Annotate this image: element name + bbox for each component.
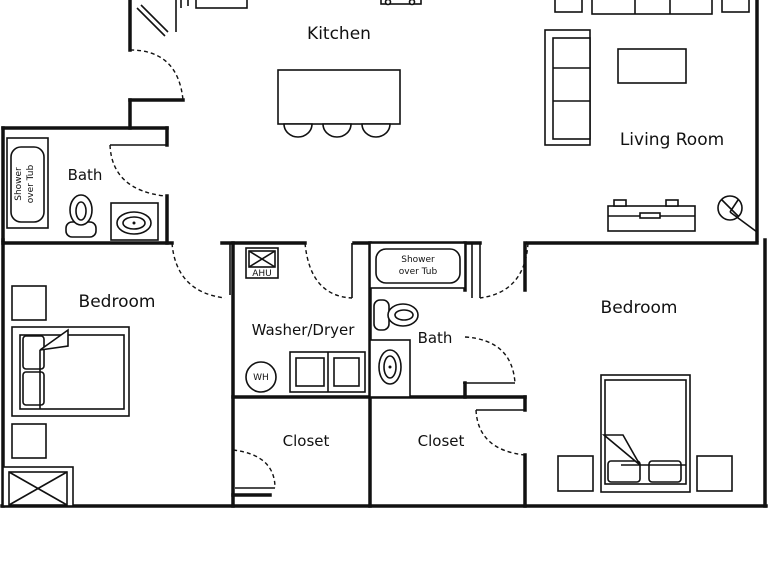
tub-left-label-line1: Shower bbox=[14, 167, 24, 201]
room-label-closet-left: Closet bbox=[283, 432, 330, 450]
room-label-bedroom-left: Bedroom bbox=[79, 292, 156, 312]
room-label-washer-dryer: Washer/Dryer bbox=[252, 321, 356, 339]
furniture bbox=[2, 0, 758, 507]
room-label-bedroom-right: Bedroom bbox=[601, 298, 678, 318]
nightstand-right-2 bbox=[696, 455, 733, 492]
closet-box-icon bbox=[2, 466, 74, 507]
labels: Kitchen Living Room Bath Bedroom Washer/… bbox=[14, 24, 724, 450]
room-label-closet-right: Closet bbox=[418, 432, 465, 450]
door-swing-kitchen bbox=[129, 49, 184, 101]
doors bbox=[109, 0, 529, 489]
nightstand-top-left bbox=[11, 285, 47, 321]
door-swing-bath-center bbox=[464, 336, 516, 384]
tub-center bbox=[369, 242, 466, 289]
tub-center-label-line1: Shower bbox=[401, 255, 435, 265]
ahu-label: AHU bbox=[252, 269, 272, 279]
room-label-living-room: Living Room bbox=[620, 130, 724, 150]
sofa bbox=[544, 29, 591, 146]
toilet-left-icon bbox=[65, 194, 97, 238]
water-heater-label: WH bbox=[253, 373, 269, 383]
nightstand-bottom-left bbox=[11, 423, 47, 459]
room-label-bath-center: Bath bbox=[418, 329, 453, 347]
water-heater-icon bbox=[245, 361, 277, 393]
tub-center-label-line2: over Tub bbox=[399, 267, 438, 277]
bed-right bbox=[600, 374, 691, 493]
door-swing-bedroom-right bbox=[479, 242, 529, 299]
bed-left bbox=[11, 326, 130, 417]
door-swing-laundry bbox=[304, 242, 353, 299]
tub-left bbox=[6, 137, 49, 229]
tv-stand bbox=[607, 199, 696, 232]
coffee-table bbox=[617, 48, 687, 84]
toilet-center-icon bbox=[373, 299, 419, 331]
room-label-bath-left: Bath bbox=[68, 166, 103, 184]
sink-left-icon bbox=[110, 202, 159, 241]
door-swing-bath-left bbox=[109, 144, 166, 197]
nightstand-right-1 bbox=[557, 455, 594, 492]
room-label-kitchen: Kitchen bbox=[307, 24, 371, 44]
kitchen-island bbox=[277, 69, 401, 125]
door-swing-closet-left bbox=[232, 449, 276, 489]
washer-dryer-unit bbox=[289, 351, 366, 393]
door-swing-closet-right bbox=[475, 409, 526, 456]
plant-icon bbox=[717, 195, 758, 233]
door-swing-bedroom-left bbox=[171, 242, 226, 299]
tub-left-label-line2: over Tub bbox=[26, 164, 36, 203]
ahu-unit bbox=[245, 247, 279, 279]
sink-center-icon bbox=[369, 339, 411, 398]
